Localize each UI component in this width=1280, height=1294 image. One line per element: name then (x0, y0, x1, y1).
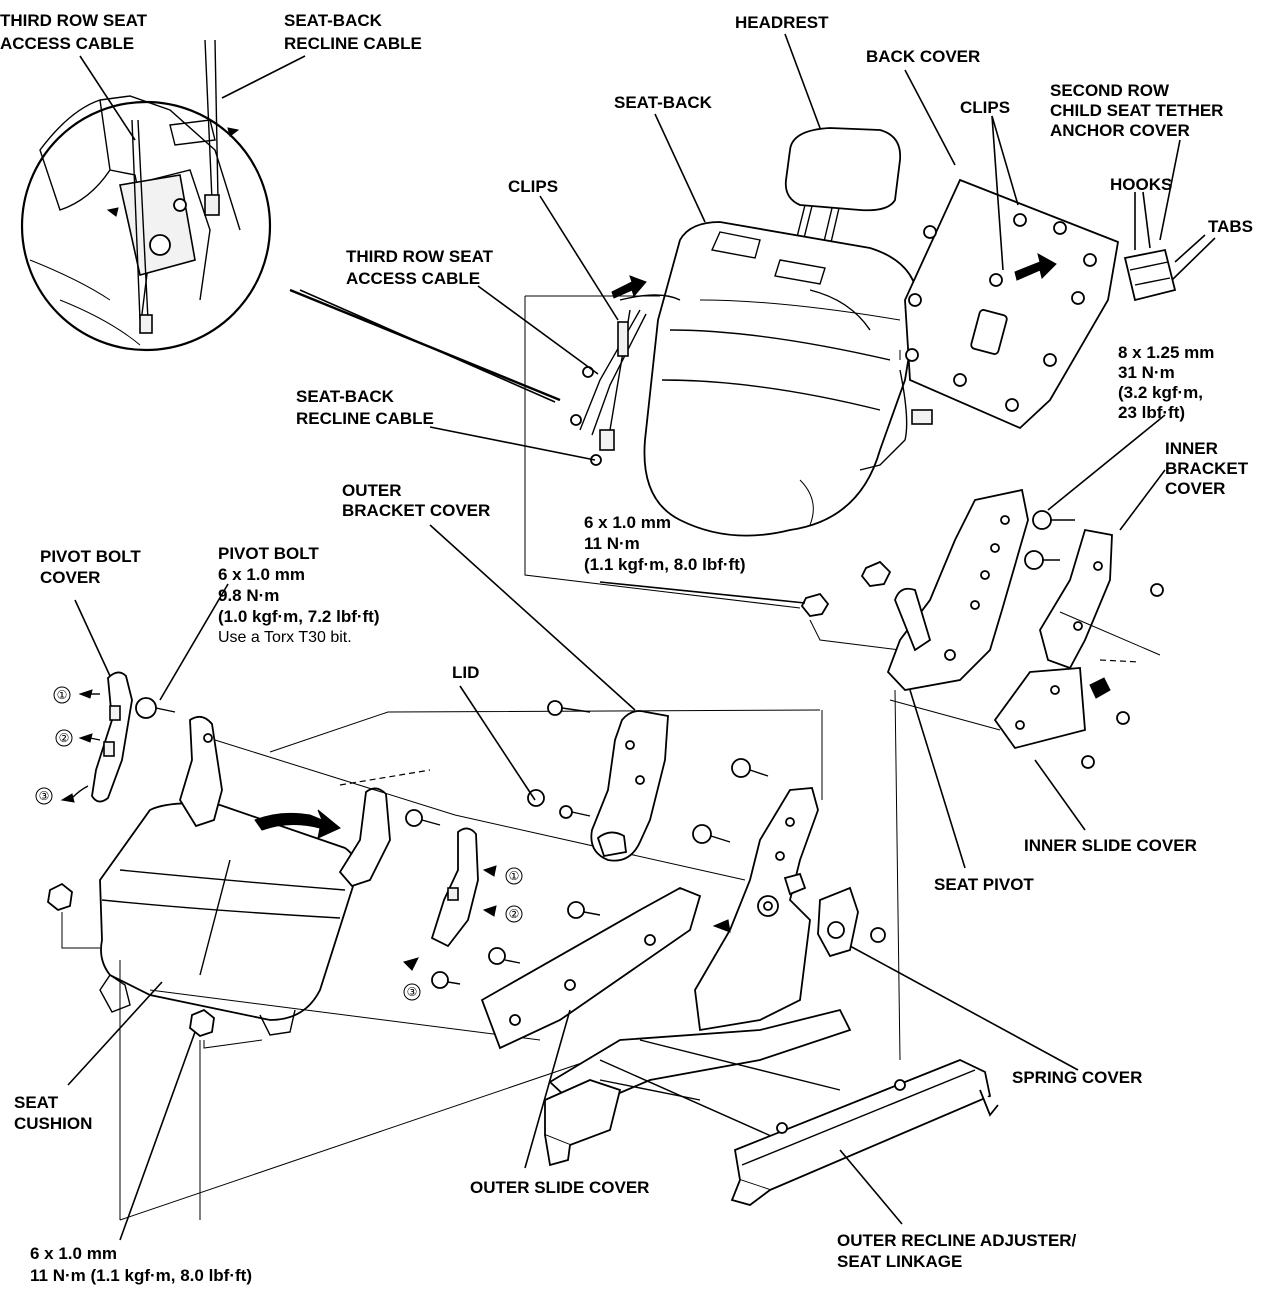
seat-cushion-part (99, 715, 391, 1036)
label-pivot-bolt: 9.8 N·m (218, 586, 279, 605)
step-number: ② (509, 907, 520, 921)
outer-bracket-cover-part (527, 700, 669, 862)
pivot-bolt-cover-part (91, 671, 176, 803)
step-number: ③ (39, 789, 50, 803)
label-second-row-cover: ANCHOR COVER (1050, 121, 1190, 140)
bolts-inner (800, 510, 1164, 769)
headrest-part (784, 127, 902, 252)
label-spec-6mm-mid: 11 N·m (584, 534, 640, 553)
labels: THIRD ROW SEAT ACCESS CABLE SEAT-BACK RE… (0, 11, 1253, 1285)
label-seat-cushion: CUSHION (14, 1114, 92, 1133)
inner-bracket-cover-part (1039, 528, 1161, 670)
label-seat-back-cable-mid: SEAT-BACK (296, 387, 395, 406)
label-spring-cover: SPRING COVER (1012, 1068, 1142, 1087)
label-third-row-cable-mid: THIRD ROW SEAT (346, 247, 494, 266)
label-spec-6mm-mid: 6 x 1.0 mm (584, 513, 671, 532)
label-second-row-cover: CHILD SEAT TETHER (1050, 101, 1223, 120)
label-outer-slide-cover: OUTER SLIDE COVER (470, 1178, 649, 1197)
label-spec-6mm-mid: (1.1 kgf·m, 8.0 lbf·ft) (584, 555, 746, 574)
step-number: ② (59, 731, 70, 745)
label-seat-back-cable-top: RECLINE CABLE (284, 34, 422, 53)
label-spec-8mm: (3.2 kgf·m, (1118, 383, 1203, 402)
inner-bracket-part (886, 488, 1029, 691)
label-outer-recline: SEAT LINKAGE (837, 1252, 962, 1271)
step-number: ③ (407, 985, 418, 999)
label-outer-bracket-cover: BRACKET COVER (342, 501, 490, 520)
seat-back-part (643, 221, 919, 537)
pivot-cover-step-arrows: ① ② ③ (35, 686, 101, 805)
label-second-row-cover: SECOND ROW (1050, 81, 1170, 100)
label-seat-back-cable-mid: RECLINE CABLE (296, 409, 434, 428)
perspective-lines (119, 689, 901, 1221)
bolts-mid (405, 758, 886, 989)
label-headrest: HEADREST (735, 13, 829, 32)
detail-inset (20, 39, 272, 352)
label-spec-8mm: 23 lbf·ft) (1118, 403, 1185, 422)
step-number: ① (57, 688, 68, 702)
label-pivot-bolt-cover: COVER (40, 568, 100, 587)
label-lid: LID (452, 663, 479, 682)
label-third-row-cable-top: THIRD ROW SEAT (0, 11, 148, 30)
label-clips-right: CLIPS (960, 98, 1010, 117)
step-number: ① (509, 869, 520, 883)
label-back-cover: BACK COVER (866, 47, 980, 66)
bracket-cover-small-part: ① ② ③ (403, 827, 523, 1001)
label-inner-bracket-cover: COVER (1165, 479, 1225, 498)
cushion-nuts (47, 882, 263, 1049)
label-third-row-cable-mid: ACCESS CABLE (346, 269, 480, 288)
label-seat-cushion: SEAT (14, 1093, 59, 1112)
label-hooks: HOOKS (1110, 175, 1172, 194)
label-torx-note: Use a Torx T30 bit. (218, 629, 352, 646)
label-tabs: TABS (1208, 217, 1253, 236)
tether-anchor-cover-part (1123, 248, 1177, 302)
cables-part (570, 275, 933, 471)
label-pivot-bolt: (1.0 kgf·m, 7.2 lbf·ft) (218, 607, 380, 626)
label-seat-back-cable-top: SEAT-BACK (284, 11, 383, 30)
label-spec-6mm-bottom: 11 N·m (1.1 kgf·m, 8.0 lbf·ft) (30, 1266, 252, 1285)
label-spec-8mm: 31 N·m (1118, 363, 1175, 382)
label-inner-bracket-cover: BRACKET (1165, 459, 1249, 478)
label-inner-slide-cover: INNER SLIDE COVER (1024, 836, 1197, 855)
seat-frame-part (480, 787, 999, 1206)
label-pivot-bolt: 6 x 1.0 mm (218, 565, 305, 584)
label-inner-bracket-cover: INNER (1165, 439, 1218, 458)
label-outer-recline: OUTER RECLINE ADJUSTER/ (837, 1231, 1077, 1250)
label-third-row-cable-top: ACCESS CABLE (0, 34, 134, 53)
leader-lines (67, 33, 1216, 1241)
label-spec-6mm-bottom: 6 x 1.0 mm (30, 1244, 117, 1263)
label-seat-pivot: SEAT PIVOT (934, 875, 1034, 894)
label-spec-8mm: 8 x 1.25 mm (1118, 343, 1214, 362)
inner-slide-cover-part (889, 667, 1111, 750)
label-pivot-bolt-cover: PIVOT BOLT (40, 547, 141, 566)
label-seat-back: SEAT-BACK (614, 93, 713, 112)
label-clips-left: CLIPS (508, 177, 558, 196)
label-pivot-bolt: PIVOT BOLT (218, 544, 319, 563)
label-outer-bracket-cover: OUTER (342, 481, 402, 500)
back-cover-part (904, 178, 1120, 430)
